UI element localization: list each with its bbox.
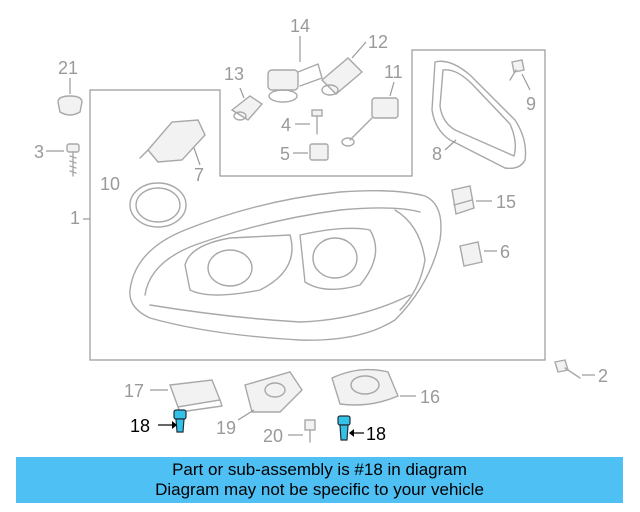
part-12-bulb[interactable] bbox=[320, 57, 364, 96]
part-14-bulb[interactable] bbox=[267, 63, 323, 103]
arrow-18-right bbox=[349, 429, 364, 437]
callout-9: 9 bbox=[526, 94, 536, 114]
part-3-screw[interactable] bbox=[66, 143, 80, 177]
callout-15: 15 bbox=[496, 192, 516, 212]
callout-18-left: 18 bbox=[130, 416, 150, 436]
assembly-frame bbox=[89, 49, 546, 361]
callout-10: 10 bbox=[100, 174, 120, 194]
callout-18-right: 18 bbox=[366, 424, 386, 444]
part-20-screw[interactable] bbox=[304, 419, 316, 443]
callout-4: 4 bbox=[281, 115, 291, 135]
banner-line-1: Part or sub-assembly is #18 in diagram bbox=[172, 460, 467, 479]
arrow-18-left bbox=[158, 421, 177, 429]
callout-12: 12 bbox=[368, 32, 388, 52]
part-11-xenon-bulb[interactable] bbox=[341, 97, 399, 147]
callout-16: 16 bbox=[420, 387, 440, 407]
callout-13: 13 bbox=[224, 64, 244, 84]
callout-2: 2 bbox=[598, 366, 608, 386]
part-19-bracket[interactable] bbox=[244, 371, 303, 413]
part-15-clip[interactable] bbox=[451, 185, 475, 215]
callout-3: 3 bbox=[34, 142, 44, 162]
part-6-clip[interactable] bbox=[459, 241, 483, 267]
part-21-cap[interactable] bbox=[57, 95, 83, 116]
callout-11: 11 bbox=[384, 62, 403, 82]
part-10-ring[interactable] bbox=[129, 182, 187, 228]
part-4-screw[interactable] bbox=[311, 109, 323, 135]
part-17-module[interactable] bbox=[169, 379, 223, 413]
callout-21: 21 bbox=[58, 58, 78, 78]
callout-19: 19 bbox=[216, 418, 236, 438]
part-7-socket[interactable] bbox=[139, 119, 206, 163]
callout-7: 7 bbox=[194, 165, 204, 185]
info-banner: Part or sub-assembly is #18 in diagram D… bbox=[16, 457, 623, 503]
callout-17: 17 bbox=[124, 381, 144, 401]
part-16-ballast[interactable] bbox=[331, 368, 399, 406]
part-9-screw[interactable] bbox=[509, 59, 525, 81]
part-2-screw[interactable] bbox=[554, 359, 581, 379]
callout-8: 8 bbox=[432, 144, 442, 164]
part-18-screw-right[interactable] bbox=[337, 415, 351, 441]
part-13-bulb[interactable] bbox=[230, 95, 264, 121]
callout-14: 14 bbox=[290, 16, 310, 36]
callout-5: 5 bbox=[280, 144, 290, 164]
callout-20: 20 bbox=[263, 426, 283, 446]
headlight-assembly[interactable] bbox=[129, 189, 442, 341]
part-5-clip[interactable] bbox=[309, 143, 329, 161]
callout-1: 1 bbox=[70, 208, 80, 228]
part-8-cover[interactable] bbox=[431, 60, 527, 170]
banner-line-2: Diagram may not be specific to your vehi… bbox=[155, 480, 484, 499]
callout-6: 6 bbox=[500, 242, 510, 262]
part-18-screw-left[interactable] bbox=[173, 409, 187, 433]
parts-diagram: 1 2 3 4 5 6 7 8 9 10 11 12 13 14 15 16 1… bbox=[34, 16, 608, 446]
